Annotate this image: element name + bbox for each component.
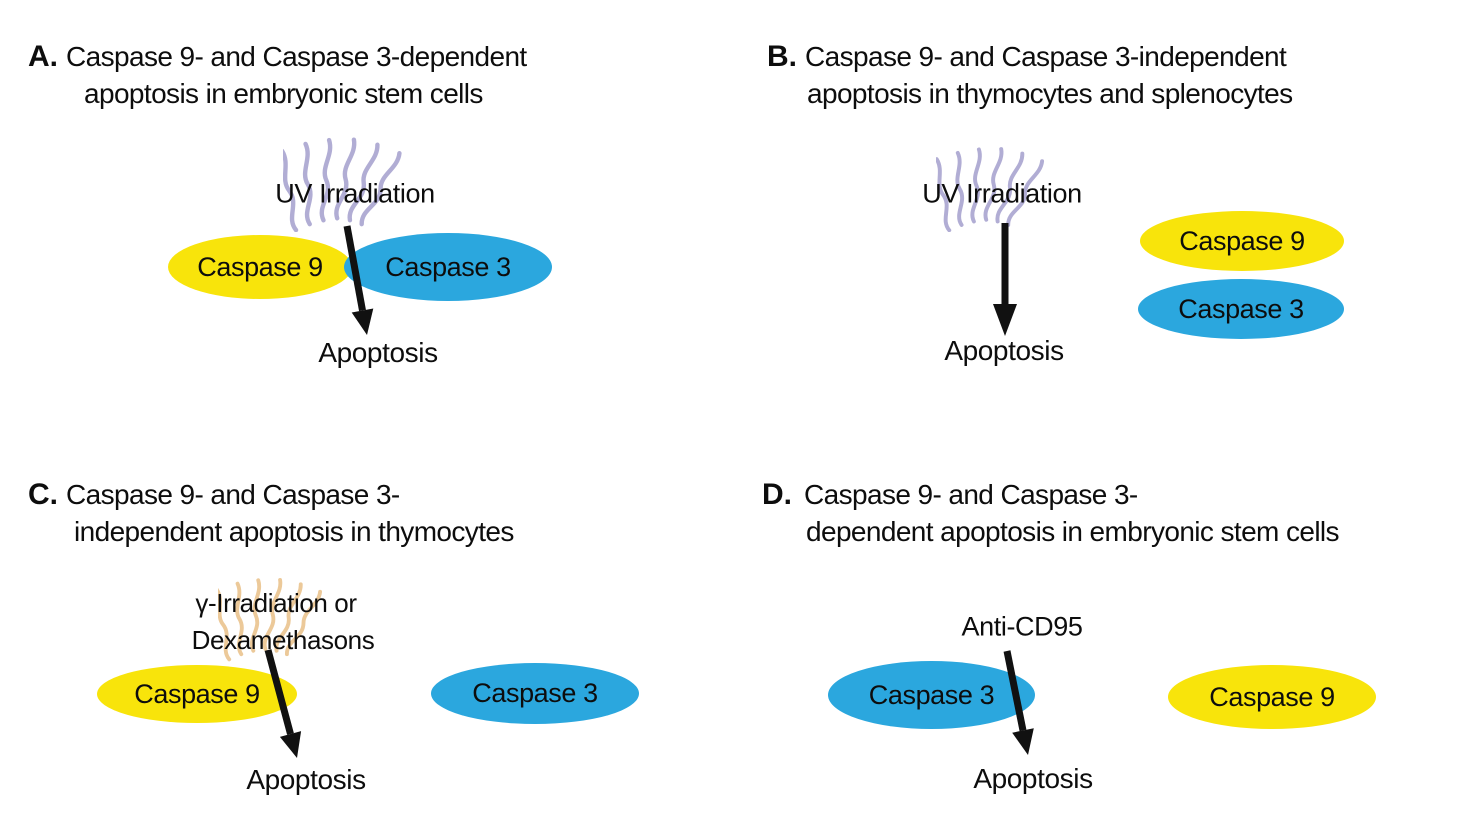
panel-b-title-line-2: apoptosis in thymocytes and splenocytes [807,78,1293,109]
caspase-9-ellipse: Caspase 9 [97,665,297,723]
uv-radiation-waves-icon [936,147,1045,232]
caspase-9-ellipse-label: Caspase 9 [134,678,260,709]
panel-c-title: C. Caspase 9- and Caspase 3- independent… [28,476,514,550]
panel-d-label: D. [762,478,792,511]
caspase-9-ellipse: Caspase 9 [1168,665,1376,729]
panel-a-apoptosis-label: Apoptosis [318,337,438,368]
caspase-9-ellipse-label: Caspase 9 [197,251,323,282]
panel-c-title-line-1: Caspase 9- and Caspase 3- [66,479,400,510]
uv-radiation-waves-icon [283,137,402,232]
panel-a-label: A. [28,40,58,73]
panel-b-label: B. [767,40,797,73]
caspase-3-ellipse-label: Caspase 3 [385,251,511,282]
panel-b-stimulus-label: UV Irradiation [922,178,1082,209]
panel-c-stimulus-line-2: Dexamethasons [191,625,375,655]
panel-a-title-line-2: apoptosis in embryonic stem cells [84,78,483,109]
caspase-3-ellipse: Caspase 3 [1138,279,1344,339]
down-arrow-icon [264,649,302,758]
caspase-3-ellipse: Caspase 3 [828,661,1035,729]
caspase-3-ellipse: Caspase 3 [344,233,552,301]
caspase-3-ellipse: Caspase 3 [431,663,639,724]
down-arrow-icon [1003,650,1034,755]
panel-c-title-line-2: independent apoptosis in thymocytes [74,516,514,547]
panel-d-apoptosis-label: Apoptosis [973,763,1093,794]
panel-d-stimulus-label: Anti-CD95 [961,611,1083,642]
panel-d-title: D. Caspase 9- and Caspase 3- dependent a… [762,476,1340,550]
caspase-9-ellipse: Caspase 9 [168,235,352,299]
panel-b-title: B. Caspase 9- and Caspase 3-independent … [767,38,1293,112]
panel-b-apoptosis-label: Apoptosis [944,335,1064,366]
panel-b-title-line-1: Caspase 9- and Caspase 3-independent [805,41,1287,72]
panel-a-stimulus-label: UV Irradiation [275,178,435,209]
panel-a-title-line-1: Caspase 9- and Caspase 3-dependent [66,41,527,72]
caspase-3-ellipse-label: Caspase 3 [472,678,598,708]
caspase-9-ellipse: Caspase 9 [1140,211,1344,271]
panel-c-apoptosis-label: Apoptosis [246,764,366,795]
panel-a-title: A. Caspase 9- and Caspase 3-dependent ap… [28,38,527,112]
caspase-3-ellipse-label: Caspase 3 [1178,293,1304,324]
panel-d-title-line-1: Caspase 9- and Caspase 3- [804,479,1138,510]
panel-c-label: C. [28,478,58,511]
gamma-radiation-waves-icon [218,577,323,662]
panel-c-stimulus-line-1: γ-Irradiation or [195,588,357,618]
caspase-9-ellipse-label: Caspase 9 [1179,225,1305,256]
caspase-3-ellipse-label: Caspase 3 [868,679,995,710]
down-arrow-icon [343,225,374,335]
caspase-9-ellipse-label: Caspase 9 [1209,681,1335,712]
panel-c-stimulus-label: γ-Irradiation or Dexamethasons [178,585,375,659]
down-arrow-icon [993,223,1017,336]
panel-d-title-line-2: dependent apoptosis in embryonic stem ce… [806,516,1340,547]
